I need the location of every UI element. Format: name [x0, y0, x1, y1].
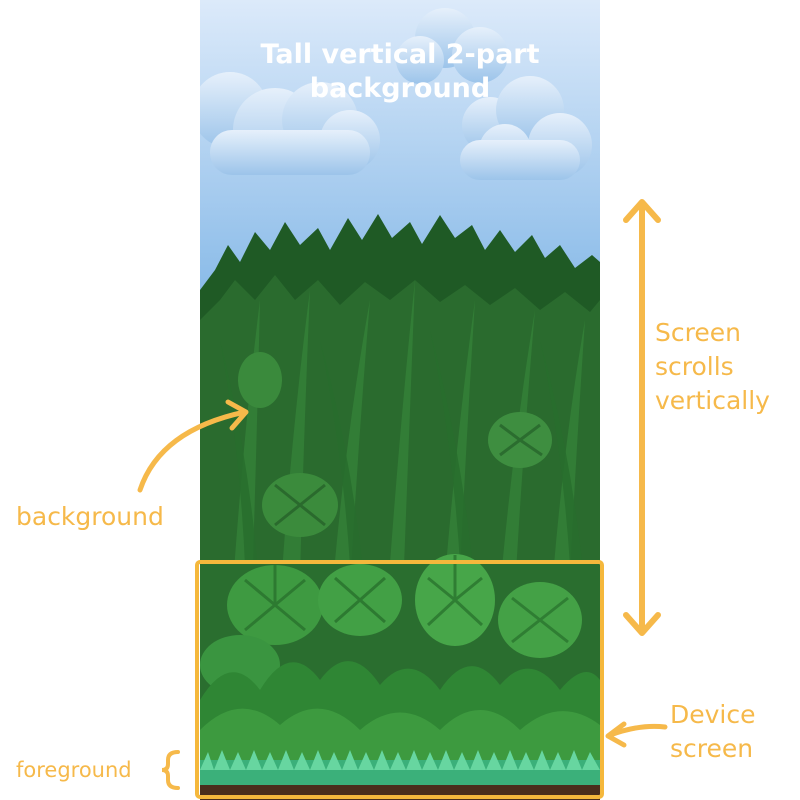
leaf-fg-2: [318, 564, 402, 636]
device-annotation: Device screen: [670, 698, 756, 766]
leaf-fg-1: [227, 565, 323, 645]
double-arrow-icon: [623, 199, 661, 636]
jungle-illustration: [200, 0, 600, 800]
cloud-left: [200, 72, 380, 175]
leaf-bg-2: [488, 412, 552, 468]
foreground-label: foreground: [16, 758, 132, 782]
title-line-1: Tall vertical 2-part: [260, 39, 540, 70]
leaf-fg-4: [498, 582, 582, 658]
curly-brace-icon: [161, 750, 180, 790]
leaf-bg-1: [238, 352, 282, 408]
device-line-2: screen: [670, 734, 754, 763]
cloud-right: [460, 76, 592, 180]
device-screen-frame: [195, 560, 604, 799]
cloud-top: [396, 8, 508, 84]
scroll-annotation: Screen scrolls vertically: [655, 316, 770, 418]
device-line-1: Device: [670, 700, 756, 729]
title-line-2: background: [309, 73, 491, 104]
scroll-line-3: vertically: [655, 386, 770, 415]
device-arrow-icon: [605, 721, 668, 748]
leaf-fg-3: [415, 554, 495, 646]
scroll-line-2: scrolls: [655, 352, 734, 381]
scene-artwork: [200, 0, 600, 800]
curved-arrow-icon: [137, 399, 249, 493]
leaf-bg-3: [262, 473, 338, 537]
scroll-line-1: Screen: [655, 318, 741, 347]
background-label: background: [16, 502, 164, 531]
scene-title: Tall vertical 2-part background: [200, 38, 600, 106]
